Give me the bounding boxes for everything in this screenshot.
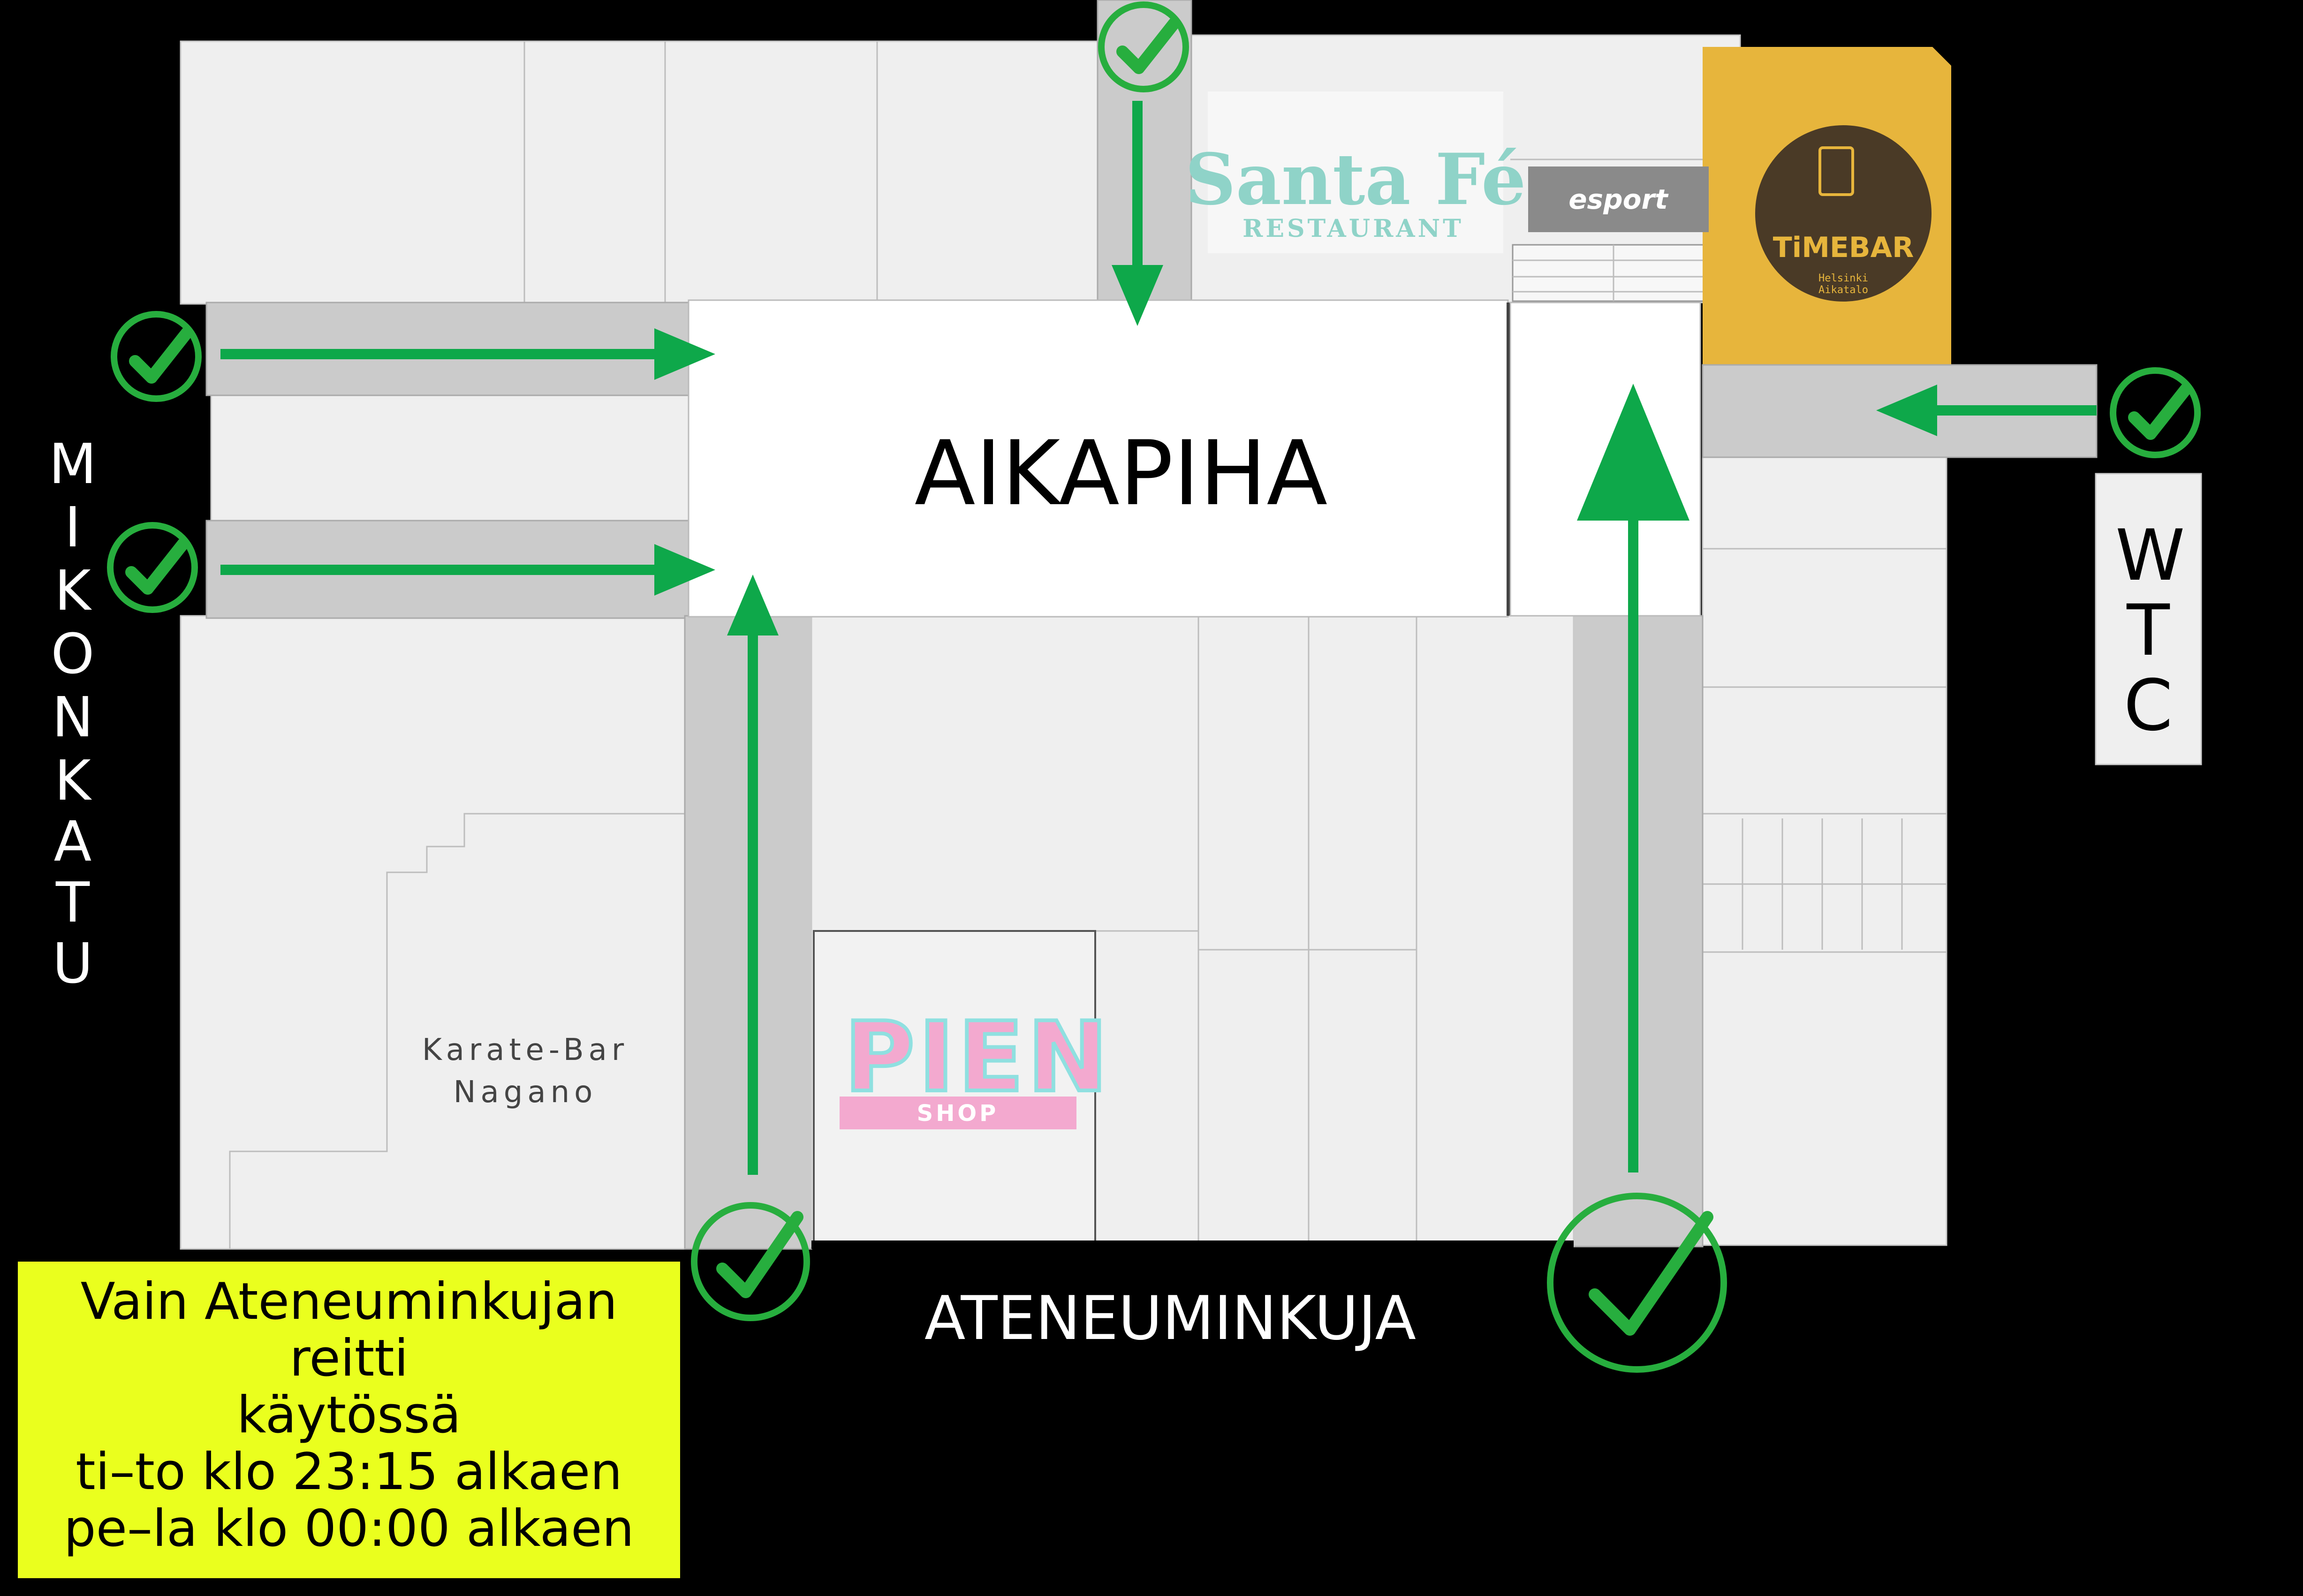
arrow-left-icon xyxy=(1876,385,2097,436)
street-letter: T xyxy=(2127,590,2170,672)
timebar-logo-text: TiMEBAR xyxy=(1773,231,1914,264)
check-circle-icon xyxy=(111,311,202,402)
karate-bar-building xyxy=(180,615,686,1250)
street-letter: M xyxy=(49,431,97,496)
street-label-ateneuminkuja: ATENEUMINKUJA xyxy=(924,1284,1416,1354)
esport-logo: esport xyxy=(1528,166,1709,232)
aikapiha-courtyard xyxy=(688,299,1509,618)
street-letter: W xyxy=(2115,515,2185,597)
left-buildings xyxy=(180,393,689,1250)
notice-line: ti–to klo 23:15 alkaen xyxy=(76,1443,622,1501)
notice-text: Vain Ateneuminkujan reitti käytössä ti–t… xyxy=(18,1273,680,1557)
karate-bar-label-line2: Nagano xyxy=(454,1075,598,1110)
notice-line: Vain Ateneuminkujan reitti xyxy=(80,1272,618,1388)
bottom-shops xyxy=(811,615,1575,1249)
arrow-up-icon xyxy=(727,575,779,1175)
notice-line: käytössä xyxy=(237,1386,461,1445)
timebar-venue: TiMEBAR Helsinki Aikatalo xyxy=(1703,47,1951,365)
street-letter: C xyxy=(2123,665,2173,747)
svg-text:Aikatalo: Aikatalo xyxy=(1818,284,1868,296)
notice-box xyxy=(18,1262,680,1578)
timebar-logo-circle xyxy=(1749,119,1938,308)
street-letter: I xyxy=(64,495,81,560)
notice-line: pe–la klo 00:00 alkaen xyxy=(64,1499,634,1558)
top-left-building-block xyxy=(180,40,1098,305)
check-circle-icon xyxy=(2110,367,2201,458)
santafe-logo: Santa Fé RESTAURANT xyxy=(1185,91,1526,253)
street-letter: K xyxy=(54,558,91,623)
svg-text:Santa Fé: Santa Fé xyxy=(1185,138,1526,221)
pien-shop-unit xyxy=(813,930,1096,1246)
right-building-block xyxy=(1702,456,1947,1246)
entrance-checks xyxy=(107,1,2201,1373)
street-letter: T xyxy=(55,870,90,935)
street-letter: A xyxy=(53,809,92,874)
check-circle-icon xyxy=(107,522,198,613)
arrow-up-icon xyxy=(1577,384,1689,1172)
svg-text:RESTAURANT: RESTAURANT xyxy=(1242,214,1464,243)
check-circle-icon xyxy=(691,1202,810,1321)
karate-bar-label-line1: Karate-Bar xyxy=(422,1033,629,1067)
street-letter: U xyxy=(52,931,93,996)
arrow-right-icon xyxy=(220,544,715,596)
wtc-sign-box xyxy=(2095,473,2202,765)
courtyard-label: AIKAPIHA xyxy=(915,422,1328,525)
street-letter: O xyxy=(51,621,95,686)
svg-text:esport: esport xyxy=(1568,183,1669,215)
pien-shop-logo: PIEN SHOP xyxy=(840,1000,1112,1129)
route-arrows xyxy=(220,101,2097,1175)
svg-text:PIEN: PIEN xyxy=(844,1002,1112,1113)
arrow-down-icon xyxy=(1112,101,1163,326)
corridor-north xyxy=(1097,0,1192,303)
svg-text:SHOP: SHOP xyxy=(917,1100,999,1127)
check-circle-icon xyxy=(1098,1,1189,92)
street-letter: K xyxy=(54,748,91,813)
right-buildings xyxy=(1702,456,2202,1246)
arrow-right-icon xyxy=(220,328,715,380)
svg-text:Helsinki: Helsinki xyxy=(1818,272,1868,284)
check-circle-icon xyxy=(1547,1193,1727,1373)
street-letter: N xyxy=(52,685,94,749)
